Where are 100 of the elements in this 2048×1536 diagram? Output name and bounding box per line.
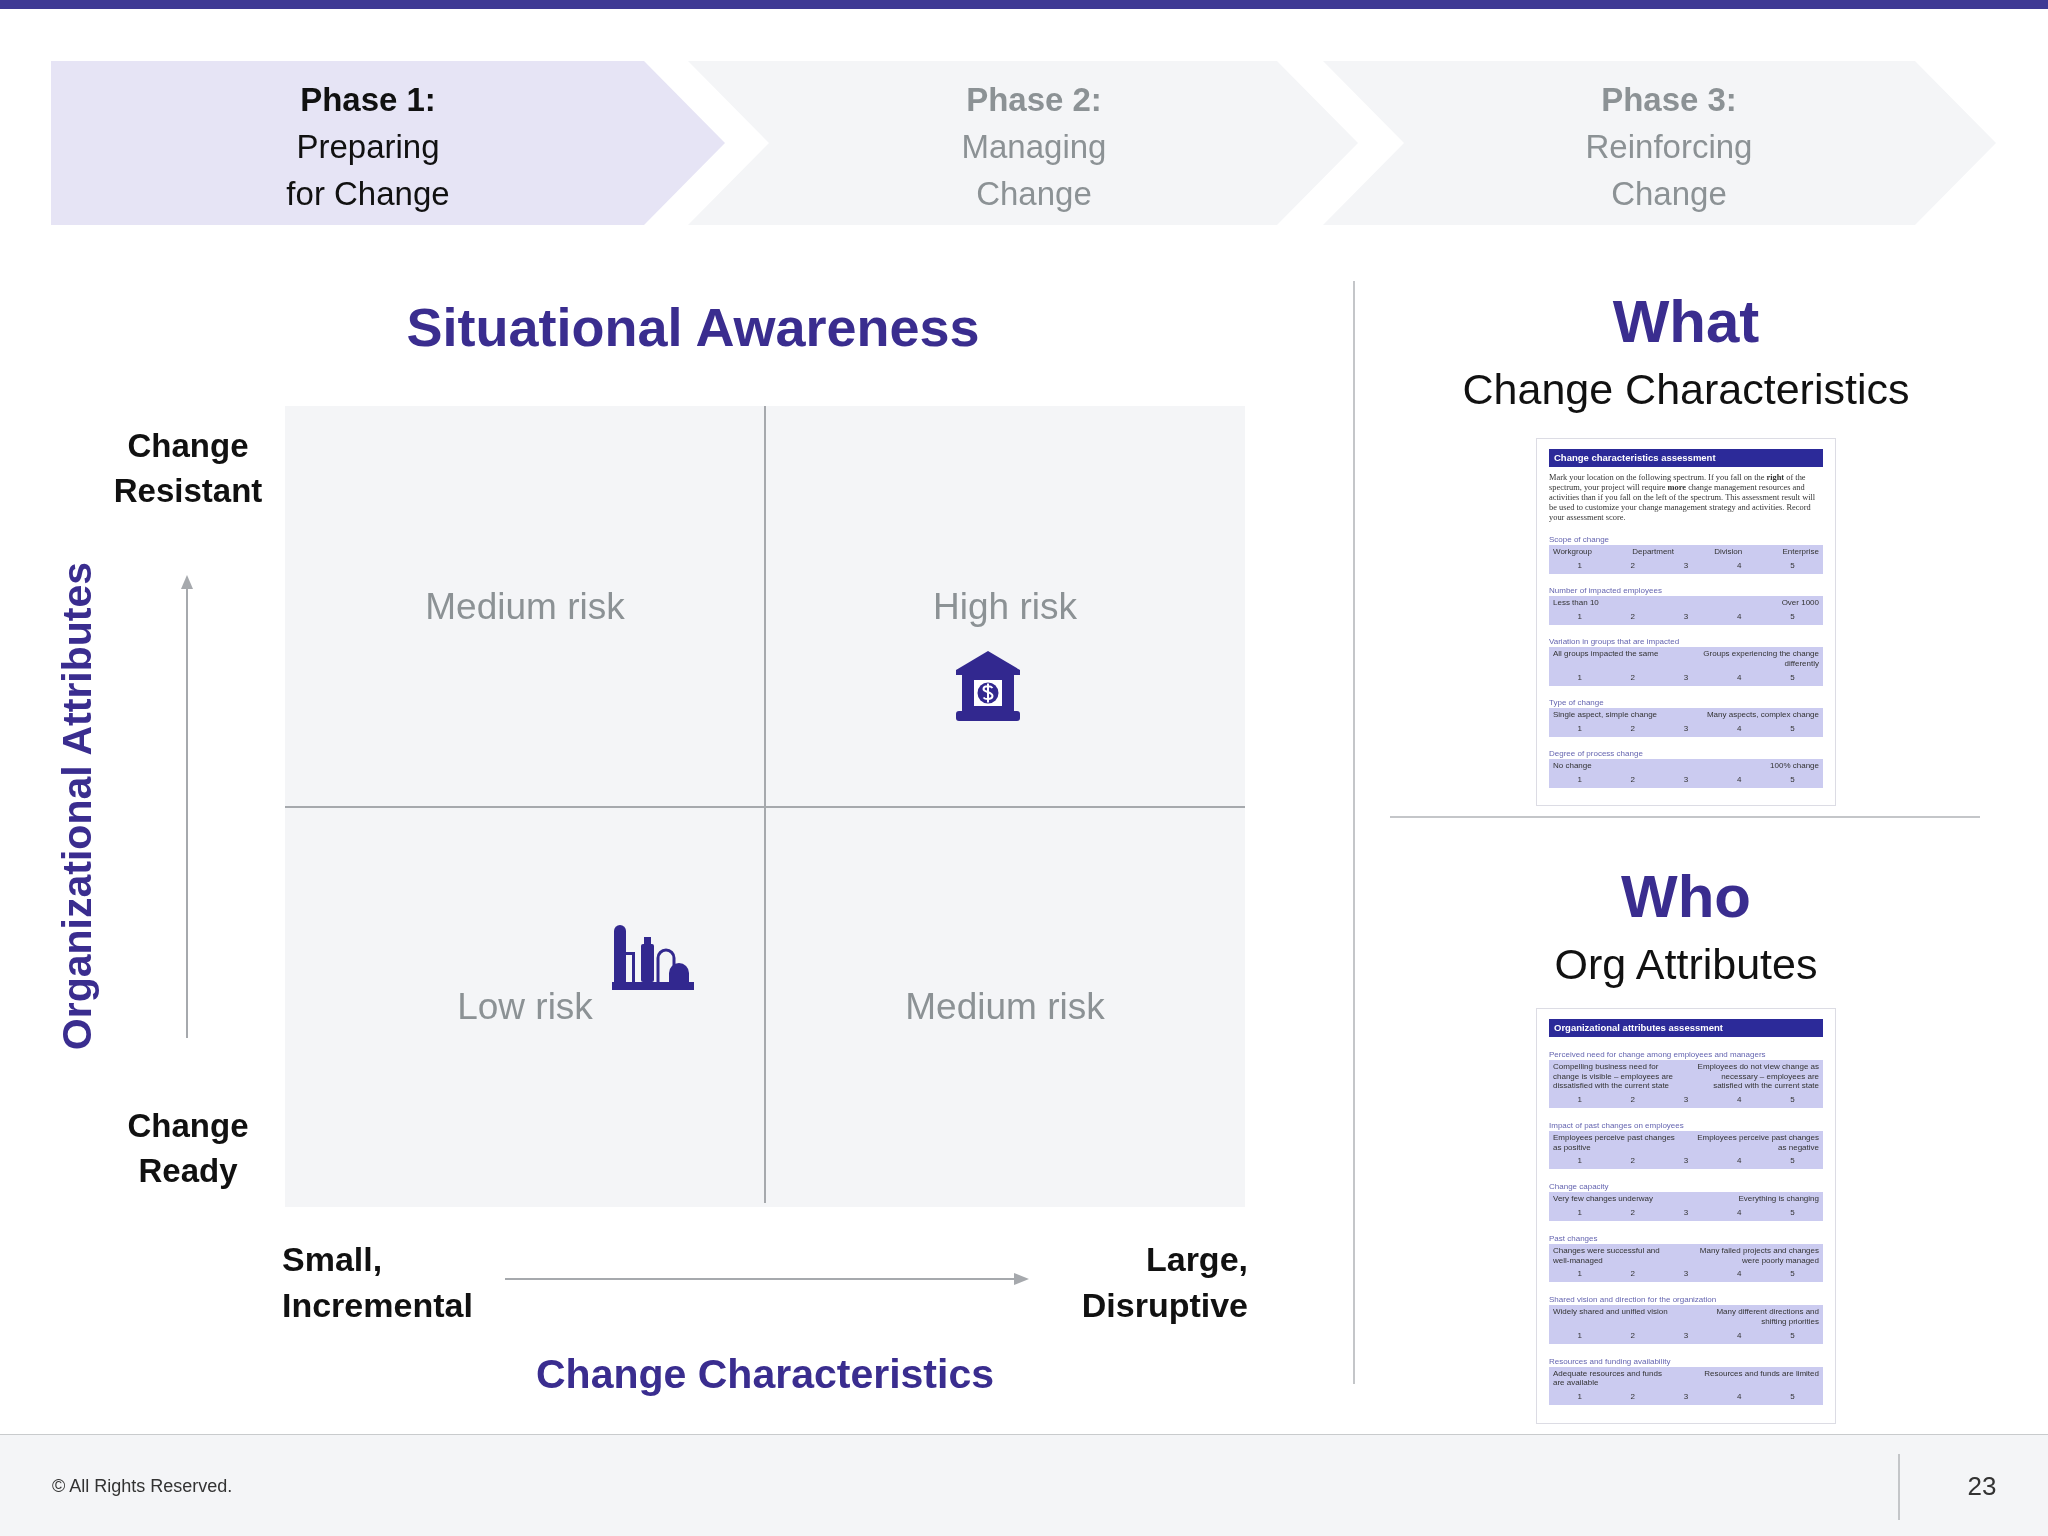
- scale-number: 5: [1790, 1207, 1795, 1217]
- phase-name: Preparing for Change: [286, 128, 450, 212]
- instruction-text: Mark your location on the following spectrum. If you fall on the right of the spectrum, your project will require more change management resources and activities than if you fall on the left of the spectrum. This assessment result will be used to customize your change management strategy and activities. Record your assessment score.: [1549, 473, 1817, 523]
- phase-number: Phase 3:: [1601, 81, 1737, 118]
- document-thumbnail: [1536, 1008, 1836, 1424]
- scale-number: 1: [1577, 1156, 1582, 1166]
- scale-number: 3: [1683, 561, 1689, 570]
- scale-number: 3: [1683, 672, 1689, 682]
- scale-number: 4: [1737, 774, 1742, 784]
- scale-number: 1: [1577, 1330, 1582, 1340]
- scale-number: 1: [1577, 561, 1582, 570]
- field-caption: Impact of past changes on employees: [1549, 1121, 1684, 1131]
- section-heading: Situational Awareness: [406, 296, 980, 358]
- scale-number: 4: [1737, 1207, 1742, 1217]
- field-caption: Variation in groups that are impacted: [1549, 637, 1680, 647]
- risk-label: High risk: [933, 585, 1077, 628]
- risk-label: Low risk: [457, 986, 593, 1028]
- scale-number: 1: [1577, 612, 1582, 621]
- phase-name: Managing Change: [961, 128, 1107, 212]
- section-heading: Who: [1621, 862, 1751, 932]
- scale-end-label: Adequate resources and funds are available: [1553, 1368, 1663, 1388]
- scale-number: 3: [1683, 723, 1689, 733]
- scale-number: 2: [1630, 1156, 1636, 1166]
- scale-number: 4: [1737, 723, 1742, 733]
- scale-number: 3: [1683, 1269, 1689, 1279]
- scale-number: 3: [1683, 612, 1689, 621]
- scale-number: 4: [1737, 1156, 1742, 1166]
- scale-number: 2: [1630, 561, 1636, 570]
- scale-end-label: Very few changes underway: [1553, 1194, 1654, 1204]
- axis-end-label: Small, Incremental: [282, 1238, 473, 1326]
- scale-number: 5: [1790, 1094, 1795, 1104]
- scale-end-label: Over 1000: [1781, 598, 1819, 608]
- field-caption: Degree of process change: [1549, 749, 1643, 758]
- phase-number: Phase 1:: [300, 81, 436, 118]
- risk-quadrant: [285, 807, 765, 1207]
- risk-label: Medium risk: [425, 585, 625, 628]
- field-caption: Scope of change: [1549, 535, 1610, 545]
- scale-number: 1: [1577, 774, 1582, 784]
- scale-end-label: All groups impacted the same: [1553, 649, 1659, 659]
- scale-number: 5: [1790, 1156, 1795, 1166]
- scale-end-label: Widely shared and unified vision: [1553, 1307, 1668, 1317]
- scale-number: 1: [1577, 1207, 1582, 1217]
- field-caption: Perceived need for change among employees and managers: [1549, 1050, 1766, 1060]
- page-number: 23: [1967, 1471, 1997, 1503]
- scale-number: 2: [1630, 1330, 1636, 1340]
- scale-number: 2: [1630, 1269, 1636, 1279]
- axis-title: Organizational Attributes: [53, 561, 102, 1051]
- copyright-text: © All Rights Reserved.: [52, 1476, 233, 1498]
- scale-end-label: Enterprise: [1782, 547, 1819, 557]
- scale-number: 2: [1630, 672, 1636, 682]
- scale-end-label: Everything is changing: [1738, 1194, 1819, 1204]
- scale-number: 2: [1630, 1094, 1636, 1104]
- scale-number: 4: [1737, 1269, 1742, 1279]
- scale-number: 3: [1683, 1094, 1689, 1104]
- scale-end-label: Single aspect, simple change: [1553, 710, 1658, 720]
- scale-number: 4: [1737, 1391, 1742, 1401]
- risk-quadrant: [285, 406, 765, 807]
- scale-number: 2: [1630, 774, 1636, 784]
- field-caption: Number of impacted employees: [1549, 586, 1662, 596]
- field-caption: Past changes: [1549, 1234, 1598, 1244]
- scale-end-label: Many different directions and shifting priorities: [1715, 1307, 1819, 1327]
- scale-end-label: Department: [1632, 547, 1674, 557]
- scale-number: 5: [1790, 1330, 1795, 1340]
- scale-number: 2: [1630, 1391, 1636, 1401]
- scale-end-label: Employees perceive past changes as negative: [1696, 1133, 1819, 1153]
- scale-end-label: No change: [1553, 761, 1592, 771]
- scale-end-label: Employees perceive past changes as positive: [1553, 1133, 1676, 1153]
- scale-number: 5: [1790, 612, 1795, 621]
- scale-number: 3: [1683, 1391, 1689, 1401]
- scale-number: 3: [1683, 774, 1689, 784]
- risk-quadrant: [765, 406, 1245, 807]
- scale-end-label: Employees do not view change as necessary – employees are satisfied with the current state: [1696, 1062, 1819, 1091]
- scale-end-label: 100% change: [1770, 761, 1819, 771]
- axis-title: Change Characteristics: [536, 1350, 994, 1400]
- section-subheading: Change Characteristics: [1462, 364, 1910, 416]
- scale-end-label: Changes were successful and well-managed: [1553, 1246, 1661, 1266]
- scale-number: 4: [1737, 672, 1742, 682]
- scale-number: 1: [1577, 672, 1582, 682]
- scale-number: 2: [1630, 723, 1636, 733]
- field-caption: Resources and funding availability: [1549, 1356, 1671, 1366]
- scale-number: 3: [1683, 1207, 1689, 1217]
- scale-number: 2: [1630, 1207, 1636, 1217]
- document-thumbnail: [1536, 438, 1836, 806]
- axis-end-label: Change Ready: [127, 1106, 249, 1191]
- scale-number: 4: [1737, 612, 1742, 621]
- risk-label: Medium risk: [905, 986, 1105, 1028]
- phase-name: Reinforcing Change: [1585, 128, 1753, 212]
- scale-number: 1: [1577, 1094, 1582, 1104]
- axis-end-label: Change Resistant: [113, 426, 263, 511]
- scale-number: 1: [1577, 723, 1582, 733]
- axis-end-label: Large, Disruptive: [1081, 1238, 1248, 1326]
- form-heading: Organizational attributes assessment: [1549, 1019, 1823, 1037]
- scale-end-label: Workgroup: [1553, 547, 1592, 557]
- scale-number: 5: [1790, 723, 1795, 733]
- scale-number: 5: [1790, 561, 1795, 570]
- field-caption: Type of change: [1549, 698, 1604, 707]
- section-heading: What: [1612, 287, 1760, 357]
- scale-end-label: Compelling business need for change is visible – employees are dissatisfied with the current state: [1553, 1062, 1675, 1091]
- scale-number: 2: [1630, 612, 1636, 621]
- field-caption: Shared vision and direction for the organization: [1549, 1295, 1717, 1305]
